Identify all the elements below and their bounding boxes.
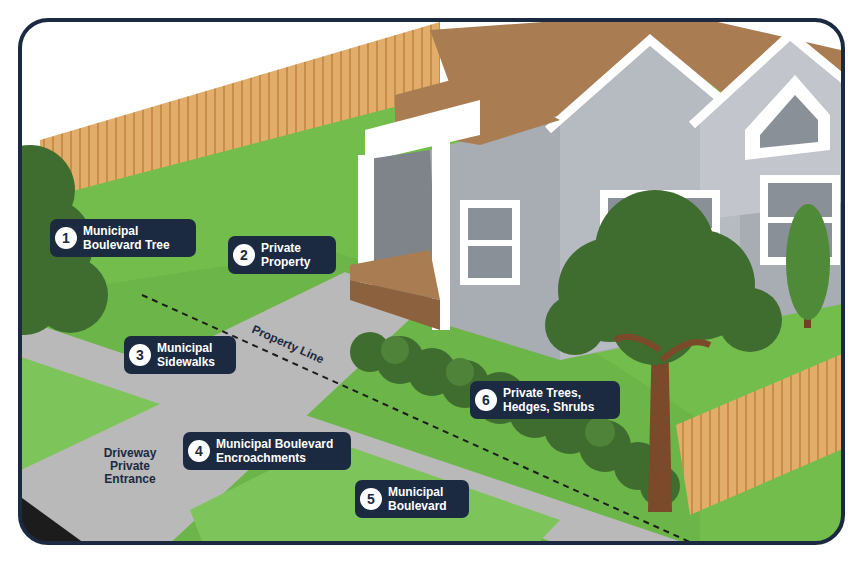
cone-tree [786,204,830,320]
callout-number: 2 [233,244,255,266]
callout-box: 2 Private Property [228,236,336,274]
callout-number: 1 [55,227,77,249]
house-gable [700,40,843,220]
property-line [142,295,690,542]
gable-window [745,75,830,160]
callout-number: 3 [129,344,151,366]
callout-box: 1 Municipal Boulevard Tree [50,219,196,257]
window [460,200,520,285]
callout-number: 6 [475,389,497,411]
gable-window [760,95,818,148]
road [20,482,110,543]
callout-box: 4 Municipal Boulevard Encroachments [183,432,351,470]
wood-fence [676,345,843,515]
driveway-label: Driveway Private Entrance [92,447,168,486]
callout-number: 5 [360,488,382,510]
callout-number: 4 [188,440,210,462]
porch-steps [350,280,440,330]
frame [20,20,843,543]
callout-label: Private Property [261,241,327,269]
callout-label: Municipal Boulevard Tree [83,224,187,252]
private-tree [545,190,782,365]
callout-box: 3 Municipal Sidewalks [124,336,236,374]
callout-box: 5 Municipal Boulevard [355,480,469,518]
callout-label: Municipal Boulevard Encroachments [216,437,342,465]
callout-label: Municipal Sidewalks [157,341,227,369]
callout-label: Municipal Boulevard [388,485,460,513]
callout-label: Private Trees, Hedges, Shrubs [503,386,611,414]
callout-box: 6 Private Trees, Hedges, Shrubs [470,381,620,419]
